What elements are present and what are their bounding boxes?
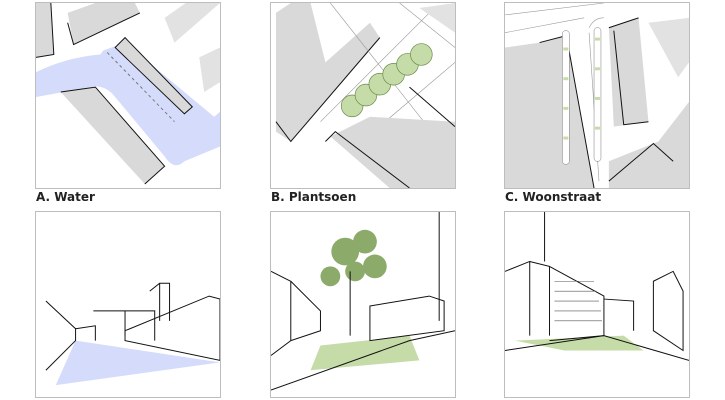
panel-label-park: B. Plantsoen: [271, 190, 357, 204]
perspective-park: [270, 211, 456, 398]
panel-label-residential-street: C. Woonstraat: [505, 190, 602, 204]
plan-park: [270, 2, 456, 189]
perspective-residential-street: [504, 211, 690, 398]
perspective-water: [35, 211, 221, 398]
plan-residential-street: [504, 2, 690, 189]
panel-label-water: A. Water: [36, 190, 95, 204]
plan-water: [35, 2, 221, 189]
